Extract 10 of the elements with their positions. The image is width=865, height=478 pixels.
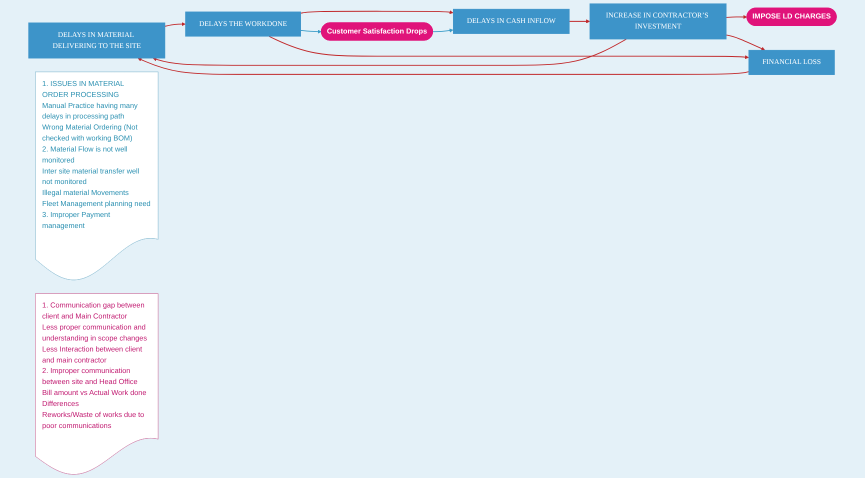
arrow: [152, 38, 627, 66]
arrow: [568, 19, 590, 24]
arrow: [268, 36, 749, 60]
arrow: [164, 22, 186, 27]
arrow: [726, 34, 766, 50]
arrow: [300, 30, 322, 34]
arrow: [726, 14, 748, 19]
arrow: [138, 58, 750, 75]
arrow: [300, 10, 454, 14]
arrow: [432, 28, 454, 32]
